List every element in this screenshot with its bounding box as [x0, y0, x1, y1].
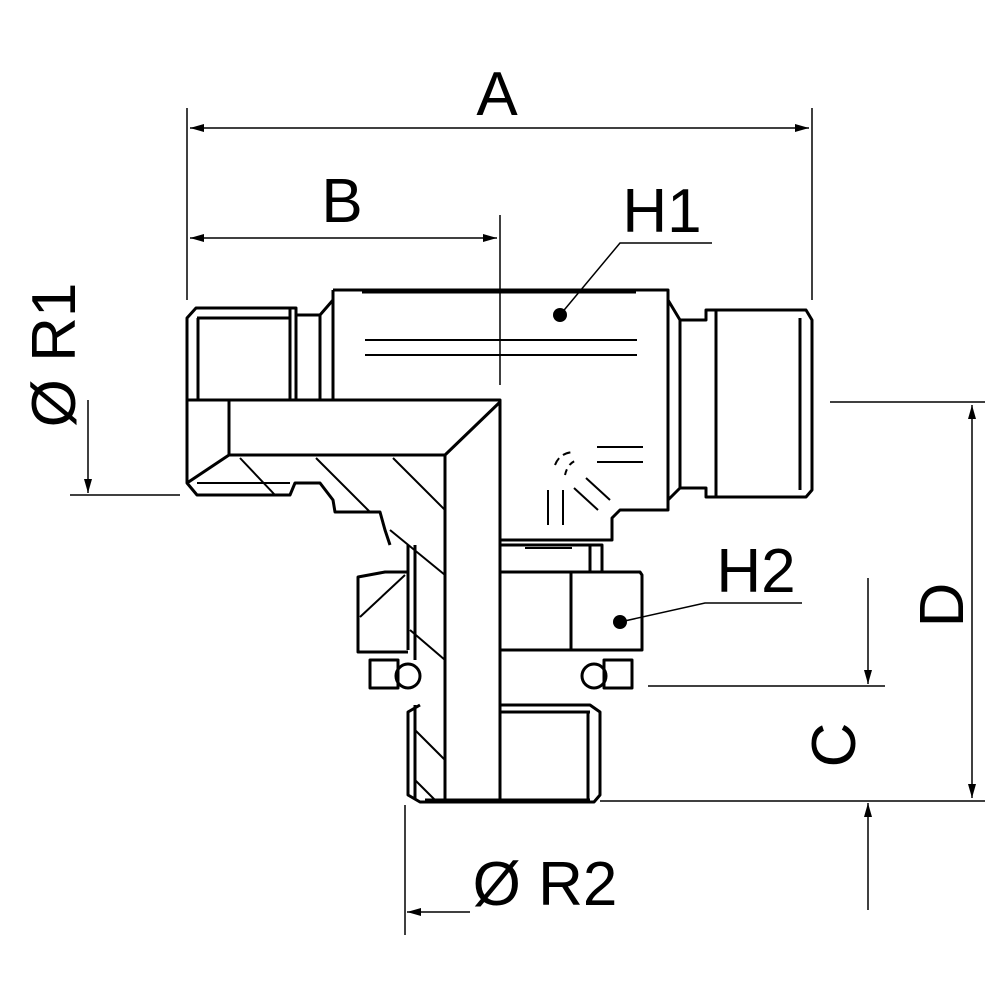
leader-h2 — [613, 602, 802, 629]
label-r2: Ø R2 — [473, 850, 618, 919]
dimension-r1 — [70, 400, 180, 496]
dimension-r2 — [404, 805, 470, 935]
label-c: C — [800, 723, 869, 768]
dimension-d — [600, 401, 985, 802]
label-h2: H2 — [716, 537, 795, 606]
leader-h1 — [553, 242, 712, 322]
dimension-a — [186, 108, 813, 300]
dimension-c — [648, 578, 885, 910]
dimension-b — [190, 215, 501, 385]
label-b: B — [321, 167, 362, 236]
label-h1: H1 — [622, 177, 701, 246]
label-r1: Ø R1 — [20, 283, 89, 428]
label-a: A — [476, 60, 518, 129]
label-d: D — [908, 583, 977, 628]
fitting-body — [185, 288, 814, 804]
